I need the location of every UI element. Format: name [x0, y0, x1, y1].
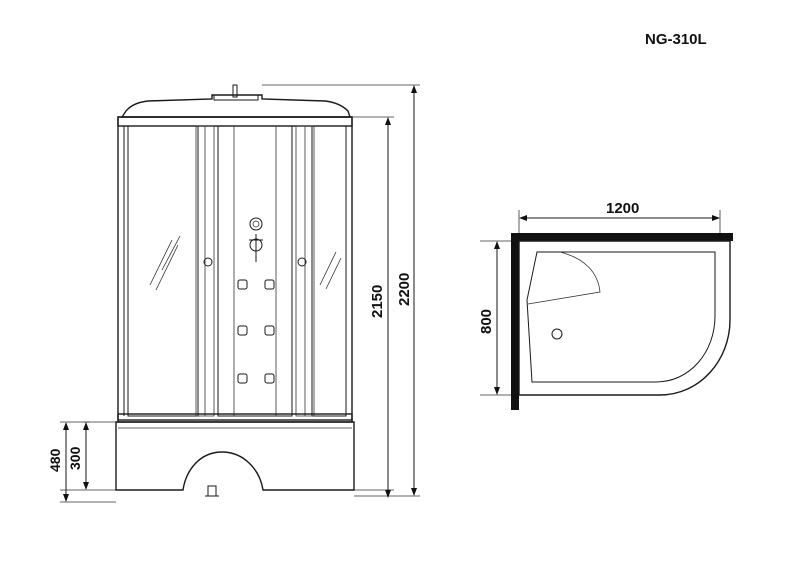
model-title: NG-310L: [645, 31, 707, 48]
right-door-handle: [297, 257, 307, 267]
overhead-shower-cap: [213, 94, 259, 101]
left-door-panel: [127, 125, 199, 417]
top-view: 1200 800: [478, 200, 733, 410]
tray-outline: [518, 240, 731, 396]
cabin-frame: [117, 116, 353, 421]
massage-jets: [237, 279, 275, 384]
tray-drain: [551, 328, 563, 340]
back-wall: [511, 233, 733, 241]
side-wall: [511, 233, 519, 410]
dimension-480: 480: [47, 422, 116, 503]
dimension-480-label: 480: [47, 448, 63, 472]
shower-tray: [115, 421, 355, 491]
dimension-300: 300: [67, 422, 89, 490]
dimension-1200: 1200: [519, 200, 720, 221]
dimension-2150-label: 2150: [369, 285, 386, 318]
back-panel: [217, 125, 293, 417]
dimension-800-label: 800: [478, 309, 495, 334]
top-frame-rail: [117, 116, 353, 127]
dimension-1200-label: 1200: [606, 200, 639, 217]
dimension-2200-label: 2200: [396, 273, 413, 306]
bottom-frame-rail: [117, 413, 353, 423]
dimension-300-label: 300: [67, 446, 83, 470]
overhead-shower-pipe: [232, 84, 238, 98]
roof-dome: [120, 94, 351, 118]
dimension-800: 800: [478, 241, 500, 395]
drain-pipe: [207, 485, 217, 497]
glass-reflection-marks: [149, 235, 342, 291]
control-knob-icon: [249, 217, 263, 231]
right-door-panel: [311, 125, 347, 417]
front-view: 480 300 2150 2200: [47, 84, 420, 503]
dimension-2200: 2200: [396, 85, 417, 496]
dimension-2150: 2150: [369, 117, 391, 498]
left-door-handle: [203, 257, 213, 267]
inner-basin: [526, 251, 716, 383]
